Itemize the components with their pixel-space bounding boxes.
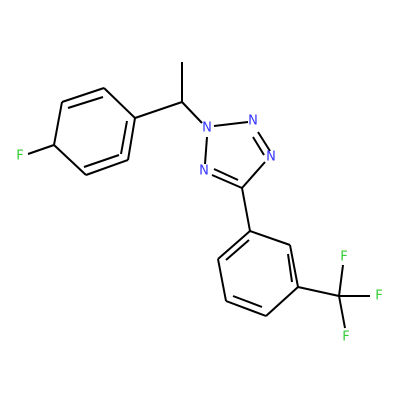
bond-tetrazole	[241, 161, 266, 189]
bond-tetrazole	[211, 174, 243, 189]
atom-label-fluorine: F	[342, 330, 349, 345]
bond-cf3-phenyl-ring	[265, 286, 299, 317]
bonds	[27, 62, 370, 329]
bond-fluorophenyl-ring	[53, 101, 63, 146]
bond-tetrazole	[204, 136, 208, 165]
bond-fluorophenyl-ring	[85, 159, 129, 176]
bond-cf3-fluorine	[338, 295, 346, 329]
bond-cf3-phenyl-inner	[225, 239, 250, 261]
bond-aryl-to-cf3	[297, 286, 340, 297]
bond-cf3-phenyl-ring	[217, 230, 251, 260]
bond-ch-to-aryl	[134, 101, 183, 119]
bond-cf3-phenyl-ring	[225, 300, 267, 317]
atom-label-fluorine: F	[375, 289, 382, 304]
bond-tetrazole	[213, 121, 249, 127]
bond-fluorophenyl-ring	[53, 144, 87, 176]
atom-labels: F N N N N F F F	[16, 114, 382, 345]
bond-cf3-fluorine	[338, 264, 344, 297]
atom-label-fluorine: F	[340, 250, 347, 265]
bond-tetrazole-to-aryl	[241, 187, 251, 232]
bond-cf3-phenyl-ring	[217, 258, 227, 302]
bond-fluorophenyl-ring	[103, 87, 136, 119]
bond-cf3-phenyl-ring	[249, 230, 291, 246]
atom-label-nitrogen: N	[248, 114, 258, 129]
bond-tetrazole	[257, 131, 271, 152]
atom-label-nitrogen: N	[202, 121, 212, 136]
atom-label-nitrogen: N	[199, 164, 209, 179]
bond-cf3-phenyl-inner	[232, 295, 263, 308]
bond-tetrazole	[252, 136, 265, 156]
bond-aryl-fluorine	[27, 144, 55, 155]
bond-cf3-phenyl-inner	[287, 253, 293, 283]
atom-label-fluorine: F	[16, 149, 23, 164]
bond-fluorophenyl-inner	[67, 96, 104, 109]
bond-ch-to-tetrazole	[181, 101, 203, 124]
bond-fluorophenyl-ring	[127, 117, 136, 161]
bond-fluorophenyl-ring	[61, 87, 105, 103]
atom-label-nitrogen: N	[266, 150, 276, 165]
bond-tetrazole	[213, 168, 239, 181]
bond-fluorophenyl-inner	[83, 154, 120, 168]
bond-fluorophenyl-inner	[120, 120, 128, 155]
bond-cf3-phenyl-ring	[289, 244, 299, 288]
